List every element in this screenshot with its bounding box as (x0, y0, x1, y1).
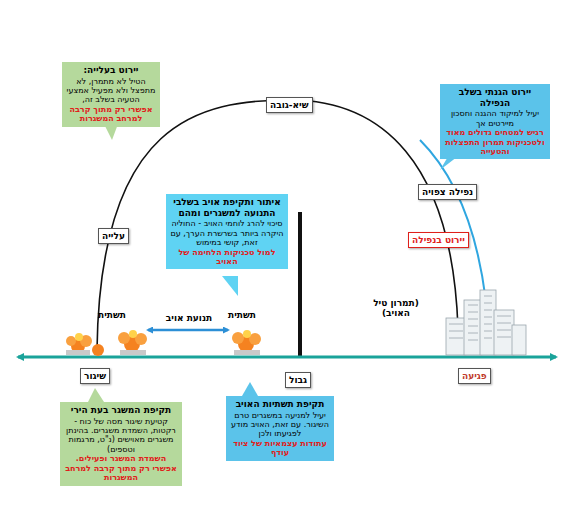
label-box: שיא-גובה (266, 97, 313, 113)
callout-box: תקיפת תשתיות האויביעיל למניעה במשגרים טר… (226, 396, 334, 461)
callout-warning: רגיש למטחים גדולים מאוד ולטכניקות תמרון … (444, 128, 546, 156)
callout-heading: איתור ותקיפת אויב בשלבי התנועה למשגרים ו… (170, 197, 284, 218)
node-label: נפילה צפויה (422, 187, 473, 197)
callout-warning: אפשרי רק מתוך קרבה למרחב המשגרות (66, 105, 156, 124)
node-label: פגיעה (462, 371, 487, 381)
label-box: יירוט בנפילה (408, 232, 469, 248)
callout-body: יעיל למיקוד ההגנה וחסכון מיירטים אך (444, 109, 546, 128)
city-buildings (446, 290, 526, 355)
callout-box: יירוט הגנתי בשלב הנפילהיעיל למיקוד ההגנה… (440, 84, 550, 159)
annotation-label: תנועת אויב (164, 313, 214, 323)
callout-heading: תקיפת תשתיות האויב (230, 399, 330, 410)
callout-warning: למול טכניקות הלחימה של האויב (170, 248, 284, 267)
callout-warning: עתודות עצמאיות של ציוד עודף (230, 439, 330, 458)
annotation-label: (תמרון טיל האויב) (368, 298, 424, 318)
label-box: שיגור (80, 368, 110, 384)
callout-pointer (88, 388, 104, 402)
callout-body: סיכוי להרג לוחמי האויב - החוליה היקרה בי… (170, 219, 284, 247)
node-label: עלייה (102, 231, 125, 241)
label-box: נפילה צפויה (418, 184, 477, 200)
border-bar (298, 212, 302, 357)
explosion (118, 330, 147, 355)
callout-warning: אפשרי רק מתוך קרבה למרחב המשגרות (64, 464, 178, 483)
annotation-label: תשתית (92, 310, 132, 320)
callout-box: תקיפת המשגר בעת היריקטיעת שיגור מסה של כ… (60, 402, 182, 486)
callout-warning: השמדת המשגר ופעילים. (64, 454, 178, 463)
callout-pointer (242, 382, 258, 396)
movement-arrow (148, 329, 228, 332)
callout-body: יעיל למניעה במשגרים טרם השיגור. עם זאת, … (230, 411, 330, 439)
callout-body: קטיעת שיגור מסה של כוח - רקטות, השמדת מש… (64, 417, 178, 455)
callout-box: איתור ותקיפת אויב בשלבי התנועה למשגרים ו… (166, 194, 288, 269)
explosion (232, 330, 261, 355)
explosion (66, 333, 92, 355)
trajectory-arc (97, 100, 458, 350)
node-label: שיא-גובה (270, 100, 309, 110)
launch-point (92, 344, 104, 356)
callout-heading: יירוט בעלייה: (66, 65, 156, 76)
callout-heading: תקיפת המשגר בעת הירי (64, 405, 178, 416)
node-label: שיגור (84, 371, 106, 381)
callout-pointer (222, 276, 238, 296)
label-box: גבול (285, 372, 311, 388)
annotation-label: תשתית (222, 310, 262, 320)
label-box: עלייה (98, 228, 129, 244)
label-box: פגיעה (458, 368, 491, 384)
node-label: יירוט בנפילה (412, 235, 465, 245)
callout-body: הטיל לא מתמרן, לא מתפצל ולא מפעיל אמצעי … (66, 77, 156, 105)
callout-heading: יירוט הגנתי בשלב הנפילה (444, 87, 546, 108)
callout-box: יירוט בעלייה:הטיל לא מתמרן, לא מתפצל ולא… (62, 62, 160, 127)
node-label: גבול (289, 375, 307, 385)
